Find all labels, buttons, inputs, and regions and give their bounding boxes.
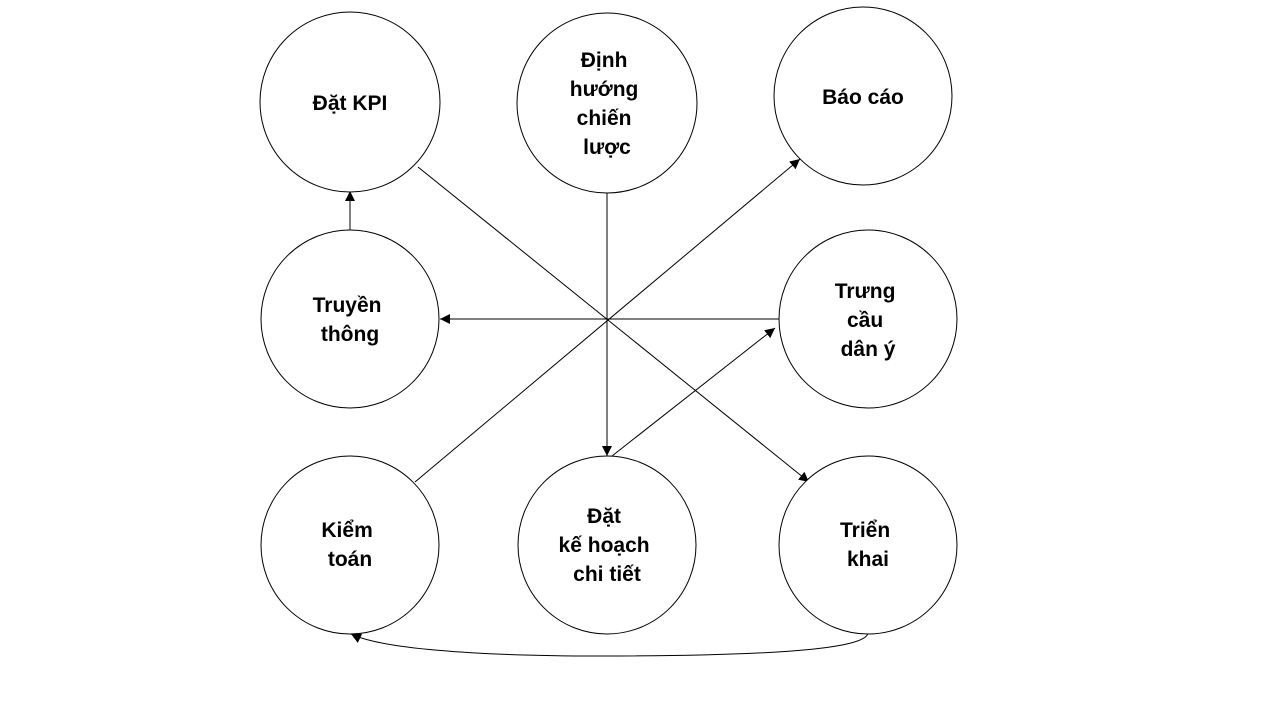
node-label: Truyền thông (313, 294, 388, 346)
node-circle (260, 455, 440, 635)
node-circle (778, 455, 958, 635)
edges (345, 158, 869, 657)
node-kiem-toan[interactable]: Kiểm toán (260, 455, 440, 635)
node-label: Trưng cầu dân ý (835, 280, 902, 361)
node-circle (517, 455, 697, 635)
node-trung-cau[interactable]: Trưng cầu dân ý (778, 229, 958, 409)
edge-kiem-toan-to-bao-cao (414, 158, 801, 483)
node-dat-ke-hoach[interactable]: Đặt kế hoạch chi tiết (517, 455, 697, 635)
node-dat-kpi[interactable]: Đặt KPI (259, 11, 441, 193)
node-circle (516, 12, 698, 194)
node-circle (260, 229, 440, 409)
edge-dat-ke-hoach-to-trung-cau (611, 327, 776, 457)
node-circle (778, 229, 958, 409)
node-trien-khai[interactable]: Triển khai (778, 455, 958, 635)
node-label: Báo cáo (822, 86, 904, 109)
node-circle (773, 6, 953, 186)
node-label: Định hướng chiến lược (570, 49, 644, 159)
node-truyen-thong[interactable]: Truyền thông (260, 229, 440, 409)
node-label: Triển khai (840, 519, 896, 571)
edge-dat-kpi-to-trien-khai (417, 166, 810, 483)
node-label: Đặt KPI (313, 92, 388, 115)
node-bao-cao[interactable]: Báo cáo (773, 6, 953, 186)
edge-trien-khai-to-kiem-toan (350, 631, 869, 657)
node-dinh-huong[interactable]: Định hướng chiến lược (516, 12, 698, 194)
node-label: Đặt kế hoạch chi tiết (559, 505, 656, 586)
node-label: Kiểm toán (321, 519, 378, 571)
node-circle (259, 11, 441, 193)
